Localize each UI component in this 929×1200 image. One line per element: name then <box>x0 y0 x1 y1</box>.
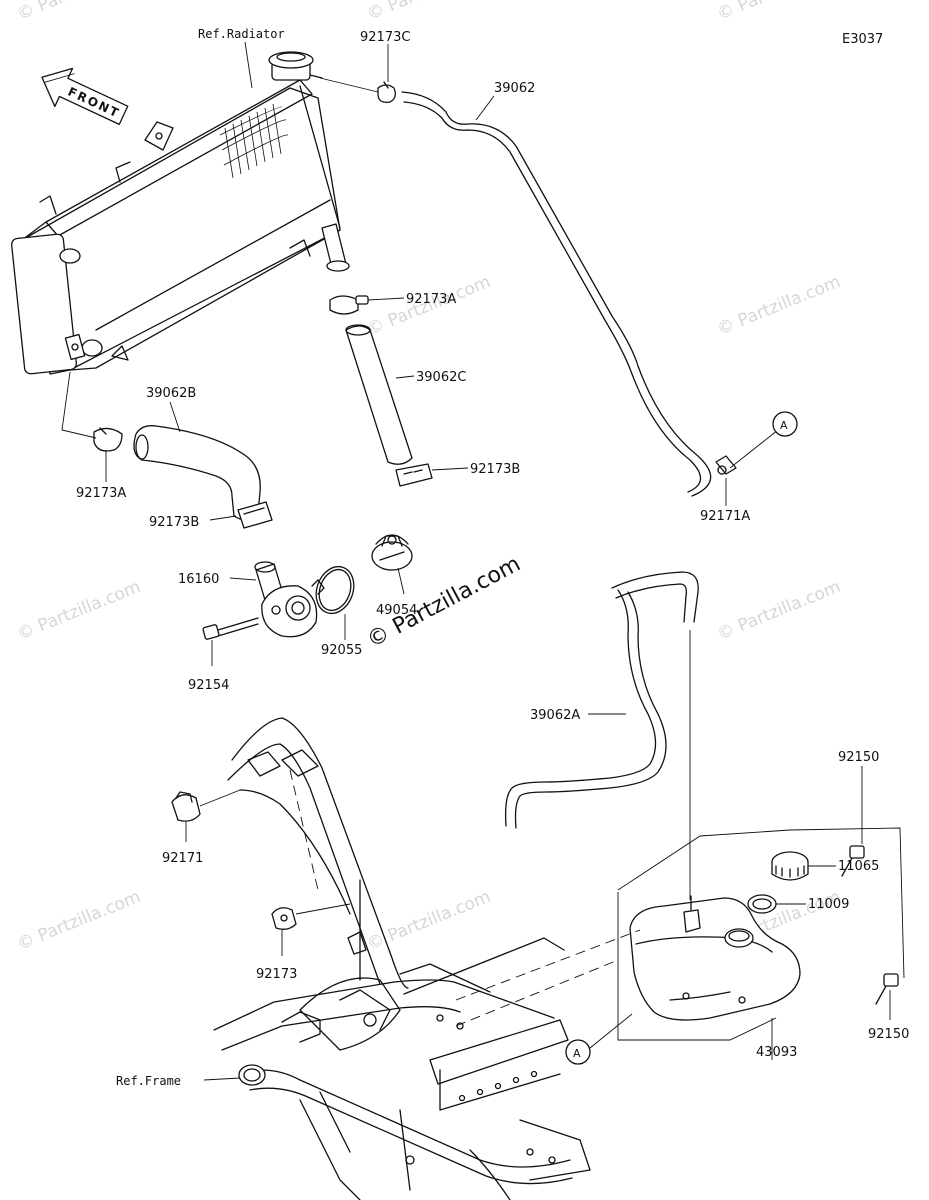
part-label-92173[interactable]: 92173 <box>256 967 297 982</box>
part-label-92154[interactable]: 92154 <box>188 678 229 693</box>
part-92173B-left-clamp[interactable] <box>237 501 273 529</box>
part-label-39062B[interactable]: 39062B <box>146 386 196 401</box>
part-92154-bolt[interactable] <box>202 617 259 640</box>
part-label-92173B-right[interactable]: 92173B <box>470 462 520 477</box>
watermark: © Partzilla.com <box>364 0 493 25</box>
part-49054-thermostat[interactable] <box>371 534 413 571</box>
watermark: © Partzilla.com <box>14 0 143 25</box>
part-92055-o-ring[interactable] <box>310 561 360 618</box>
part-92171-clamp[interactable] <box>171 791 201 822</box>
part-label-92150-top[interactable]: 92150 <box>838 750 879 765</box>
frame <box>213 717 641 1200</box>
part-label-16160[interactable]: 16160 <box>178 572 219 587</box>
diagram-code: E3037 <box>842 32 883 47</box>
radiator-core <box>219 103 289 179</box>
callout-a-top: A <box>772 411 798 437</box>
part-11065-cap[interactable] <box>771 851 809 881</box>
callout-a-bottom: A <box>565 1039 591 1065</box>
part-92173B-right-clamp[interactable] <box>395 463 433 487</box>
watermark: © Partzilla.com <box>714 272 843 340</box>
part-11009-gasket[interactable] <box>747 894 777 914</box>
part-43093-reserve-tank[interactable] <box>629 895 801 1021</box>
part-label-92173A-left[interactable]: 92173A <box>76 486 126 501</box>
part-label-11065[interactable]: 11065 <box>838 859 879 874</box>
callout-a-top-label: A <box>780 419 788 432</box>
part-label-43093[interactable]: 43093 <box>756 1045 797 1060</box>
part-39062-hose[interactable] <box>401 91 712 497</box>
part-92173A-upper-clamp[interactable] <box>329 295 369 315</box>
part-39062B-hose[interactable] <box>133 425 261 521</box>
part-92150-top-bolt[interactable] <box>841 845 865 877</box>
part-label-92055[interactable]: 92055 <box>321 643 362 658</box>
part-label-39062C[interactable]: 39062C <box>416 370 466 385</box>
ref-frame-label: Ref.Frame <box>116 1074 181 1088</box>
part-label-92173B-left[interactable]: 92173B <box>149 515 199 530</box>
part-label-92173C[interactable]: 92173C <box>360 30 410 45</box>
part-16160-pump-cover[interactable] <box>254 561 325 638</box>
part-92150-bottom-bolt[interactable] <box>875 973 899 1005</box>
part-92173C-clamp[interactable] <box>377 81 396 103</box>
part-label-39062[interactable]: 39062 <box>494 81 535 96</box>
watermark: © Partzilla.com <box>14 577 143 645</box>
watermark: © Partzilla.com <box>364 887 493 955</box>
part-label-92173A-upper[interactable]: 92173A <box>406 292 456 307</box>
front-arrow-icon: FRONT <box>41 67 129 125</box>
watermark: © Partzilla.com <box>14 887 143 955</box>
radiator <box>10 51 350 375</box>
ref-radiator-label: Ref.Radiator <box>198 27 285 41</box>
part-39062A-hose[interactable] <box>504 571 699 829</box>
watermark: © Partzilla.com <box>714 577 843 645</box>
watermark: © Partzilla.com <box>714 0 843 25</box>
part-39062C-hose[interactable] <box>345 324 413 465</box>
part-92173-clamp[interactable] <box>271 907 297 930</box>
part-label-39062A[interactable]: 39062A <box>530 708 580 723</box>
part-label-92171A[interactable]: 92171A <box>700 509 750 524</box>
part-label-11009[interactable]: 11009 <box>808 897 849 912</box>
callout-a-bottom-label: A <box>573 1047 581 1060</box>
part-label-92171[interactable]: 92171 <box>162 851 203 866</box>
part-92173A-left-clamp[interactable] <box>93 427 123 452</box>
part-92171A-clip[interactable] <box>715 455 737 475</box>
part-label-49054[interactable]: 49054 <box>376 603 417 618</box>
part-label-92150-bottom[interactable]: 92150 <box>868 1027 909 1042</box>
